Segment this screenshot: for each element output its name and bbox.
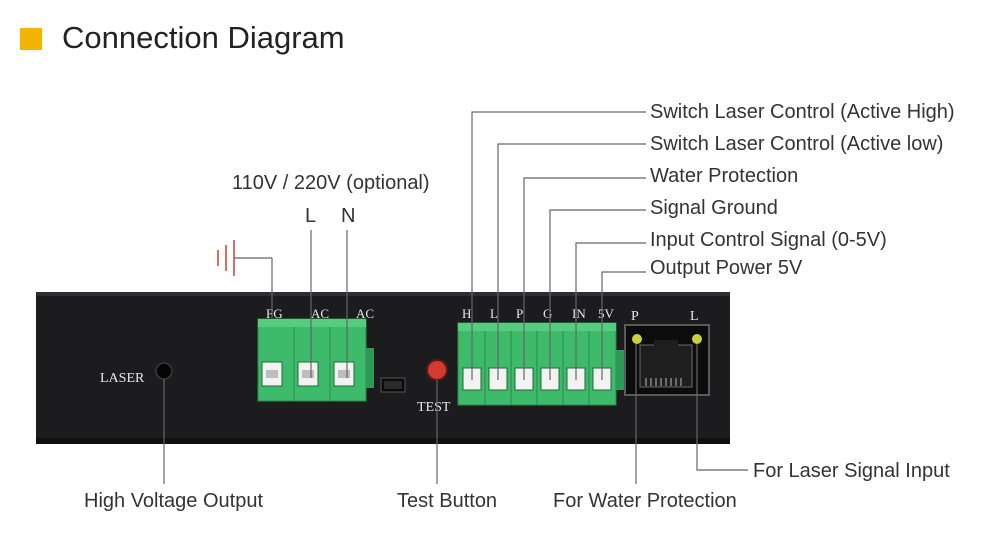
signal-leader-lines xyxy=(471,111,646,380)
test-button[interactable] xyxy=(426,359,448,381)
line-label: L xyxy=(305,205,317,227)
terminal-label-l: L xyxy=(490,306,498,321)
power-input-caption: 110V / 220V (optional) xyxy=(232,172,430,194)
callout-switch-low: Switch Laser Control (Active low) xyxy=(650,133,944,155)
callout-high-voltage: High Voltage Output xyxy=(84,490,264,512)
terminal-label-h: H xyxy=(462,306,471,321)
rj45-label-l: L xyxy=(690,309,699,324)
callout-laser-signal-port: For Laser Signal Input xyxy=(753,460,950,482)
callout-output-power: Output Power 5V xyxy=(650,257,803,279)
device-bottom-edge xyxy=(36,438,730,444)
water-protection-led xyxy=(632,334,642,344)
callout-test-button: Test Button xyxy=(397,490,498,512)
device-top-edge xyxy=(36,292,730,296)
terminal-label-p: P xyxy=(516,306,523,321)
port-leader-lines xyxy=(163,344,748,484)
terminal-label-ac2: AC xyxy=(356,306,374,321)
callout-signal-ground: Signal Ground xyxy=(650,197,778,219)
power-leader-lines xyxy=(310,230,348,378)
callout-water-port: For Water Protection xyxy=(553,490,737,512)
power-terminal-block xyxy=(257,318,374,402)
ground-icon xyxy=(217,240,273,318)
laser-signal-led xyxy=(692,334,702,344)
terminal-label-ac1: AC xyxy=(311,306,329,321)
title-marker xyxy=(20,28,42,50)
callout-switch-high: Switch Laser Control (Active High) xyxy=(650,101,955,123)
rj45-label-p: P xyxy=(631,309,639,324)
high-voltage-jack xyxy=(155,362,173,380)
page-title: Connection Diagram xyxy=(62,20,345,55)
signal-terminal-block xyxy=(457,322,624,406)
laser-label: LASER xyxy=(100,371,145,386)
terminal-label-in: IN xyxy=(572,306,586,321)
neutral-label: N xyxy=(341,205,356,227)
test-label: TEST xyxy=(417,400,451,415)
terminal-label-g: G xyxy=(543,306,552,321)
callout-water: Water Protection xyxy=(650,165,799,187)
callout-input-control: Input Control Signal (0-5V) xyxy=(650,229,887,251)
terminal-label-5v: 5V xyxy=(598,306,615,321)
terminal-label-fg: FG xyxy=(266,306,283,321)
